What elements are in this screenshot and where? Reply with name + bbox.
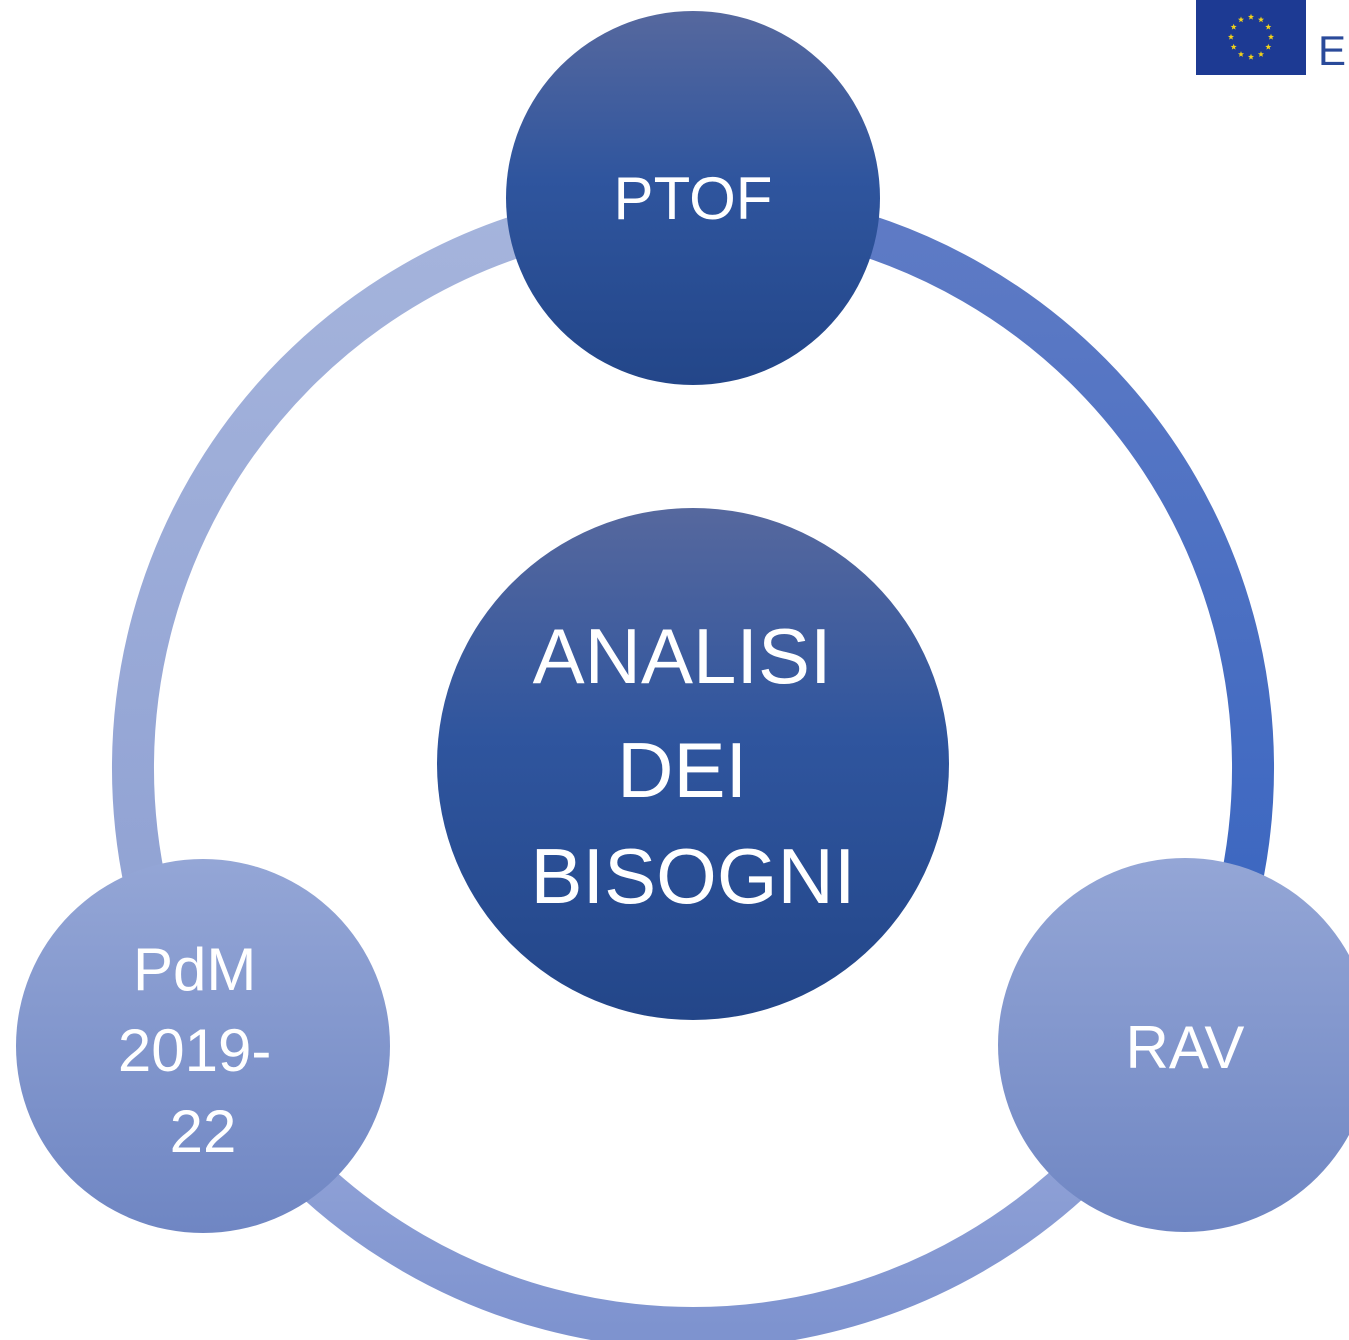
center-node: ANALISI DEI BISOGNI bbox=[437, 508, 949, 1020]
eu-flag-icon bbox=[1196, 0, 1306, 75]
eu-stars-icon bbox=[1227, 13, 1275, 60]
eu-star-icon bbox=[1247, 13, 1255, 20]
node-ptof-line: PTOF bbox=[614, 165, 773, 232]
center-node-label: ANALISI DEI BISOGNI bbox=[530, 612, 855, 920]
node-pdm-line: 2019- bbox=[118, 1017, 271, 1084]
eu-logo-text: E bbox=[1318, 27, 1347, 74]
node-pdm-circle bbox=[16, 859, 390, 1233]
eu-star-icon bbox=[1247, 53, 1255, 60]
eu-star-icon bbox=[1237, 16, 1245, 23]
center-node-circle bbox=[437, 508, 949, 1020]
node-rav: RAV bbox=[998, 858, 1349, 1232]
eu-star-icon bbox=[1257, 51, 1265, 57]
node-pdm-line: PdM bbox=[133, 936, 256, 1003]
node-rav-label: RAV bbox=[1126, 1014, 1245, 1081]
eu-star-icon bbox=[1237, 51, 1245, 57]
eu-star-icon bbox=[1257, 16, 1265, 23]
node-pdm: PdM 2019- 22 bbox=[16, 859, 390, 1233]
node-ptof: PTOF bbox=[506, 11, 880, 385]
center-node-line: ANALISI bbox=[533, 612, 832, 700]
eu-logo: E bbox=[1196, 0, 1349, 76]
eu-star-icon bbox=[1230, 23, 1237, 30]
node-ptof-label: PTOF bbox=[614, 165, 773, 232]
center-node-line: BISOGNI bbox=[530, 832, 855, 920]
center-node-line: DEI bbox=[617, 726, 747, 814]
eu-star-icon bbox=[1265, 43, 1272, 50]
node-pdm-line: 22 bbox=[170, 1098, 237, 1165]
eu-star-icon bbox=[1227, 33, 1235, 40]
node-rav-line: RAV bbox=[1126, 1014, 1245, 1081]
node-ptof-circle bbox=[506, 11, 880, 385]
eu-star-icon bbox=[1230, 43, 1237, 50]
eu-star-icon bbox=[1265, 23, 1272, 30]
node-pdm-label: PdM 2019- 22 bbox=[118, 936, 288, 1165]
node-rav-circle bbox=[998, 858, 1349, 1232]
eu-star-icon bbox=[1267, 33, 1275, 40]
